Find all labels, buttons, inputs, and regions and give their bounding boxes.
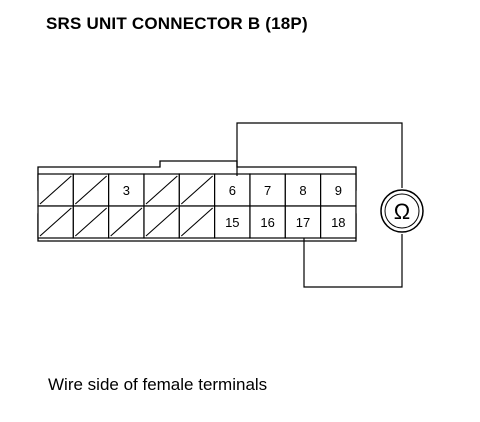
- lead-wire-to-terminal-6: [236, 122, 403, 188]
- diagram-title: SRS UNIT CONNECTOR B (18P): [46, 14, 308, 33]
- connector-cavity: [284, 205, 322, 239]
- top-row-cells: 3 6 7 8 9: [37, 173, 357, 207]
- unused-cavity-hatch: [74, 207, 108, 237]
- unused-cavity-hatch: [39, 175, 72, 205]
- connector-cavity: [214, 173, 251, 207]
- terminal-15-label: 15: [225, 215, 239, 230]
- connector-cavity: [249, 205, 286, 239]
- unused-cavity-hatch: [180, 207, 214, 237]
- terminal-7-label: 7: [264, 183, 271, 198]
- terminal-16-label: 16: [260, 215, 274, 230]
- unused-cavity-hatch: [74, 175, 108, 205]
- terminal-18-label: 18: [331, 215, 345, 230]
- lead-wire-to-terminal-17: [303, 234, 403, 288]
- connector-cavity: [284, 173, 322, 207]
- unused-cavity-hatch: [39, 207, 72, 237]
- unused-cavity-hatch: [145, 207, 178, 237]
- connector-cavity: [320, 173, 357, 207]
- unused-cavity-hatch: [180, 175, 214, 205]
- connector-cavity: [214, 205, 251, 239]
- terminal-17-label: 17: [296, 215, 310, 230]
- unused-cavity-hatch: [110, 207, 143, 237]
- ohmmeter: Ω: [380, 189, 424, 233]
- terminal-8-label: 8: [299, 183, 306, 198]
- ohm-symbol: Ω: [394, 199, 410, 224]
- connector-cavity: [249, 173, 286, 207]
- terminal-6-label: 6: [229, 183, 236, 198]
- terminal-9-label: 9: [335, 183, 342, 198]
- unused-cavity-hatch: [145, 175, 178, 205]
- caption: Wire side of female terminals: [48, 375, 268, 394]
- connector-cavity: [320, 205, 357, 239]
- bottom-row-cells: 15 16 17 18: [37, 205, 357, 239]
- terminal-3-label: 3: [123, 183, 130, 198]
